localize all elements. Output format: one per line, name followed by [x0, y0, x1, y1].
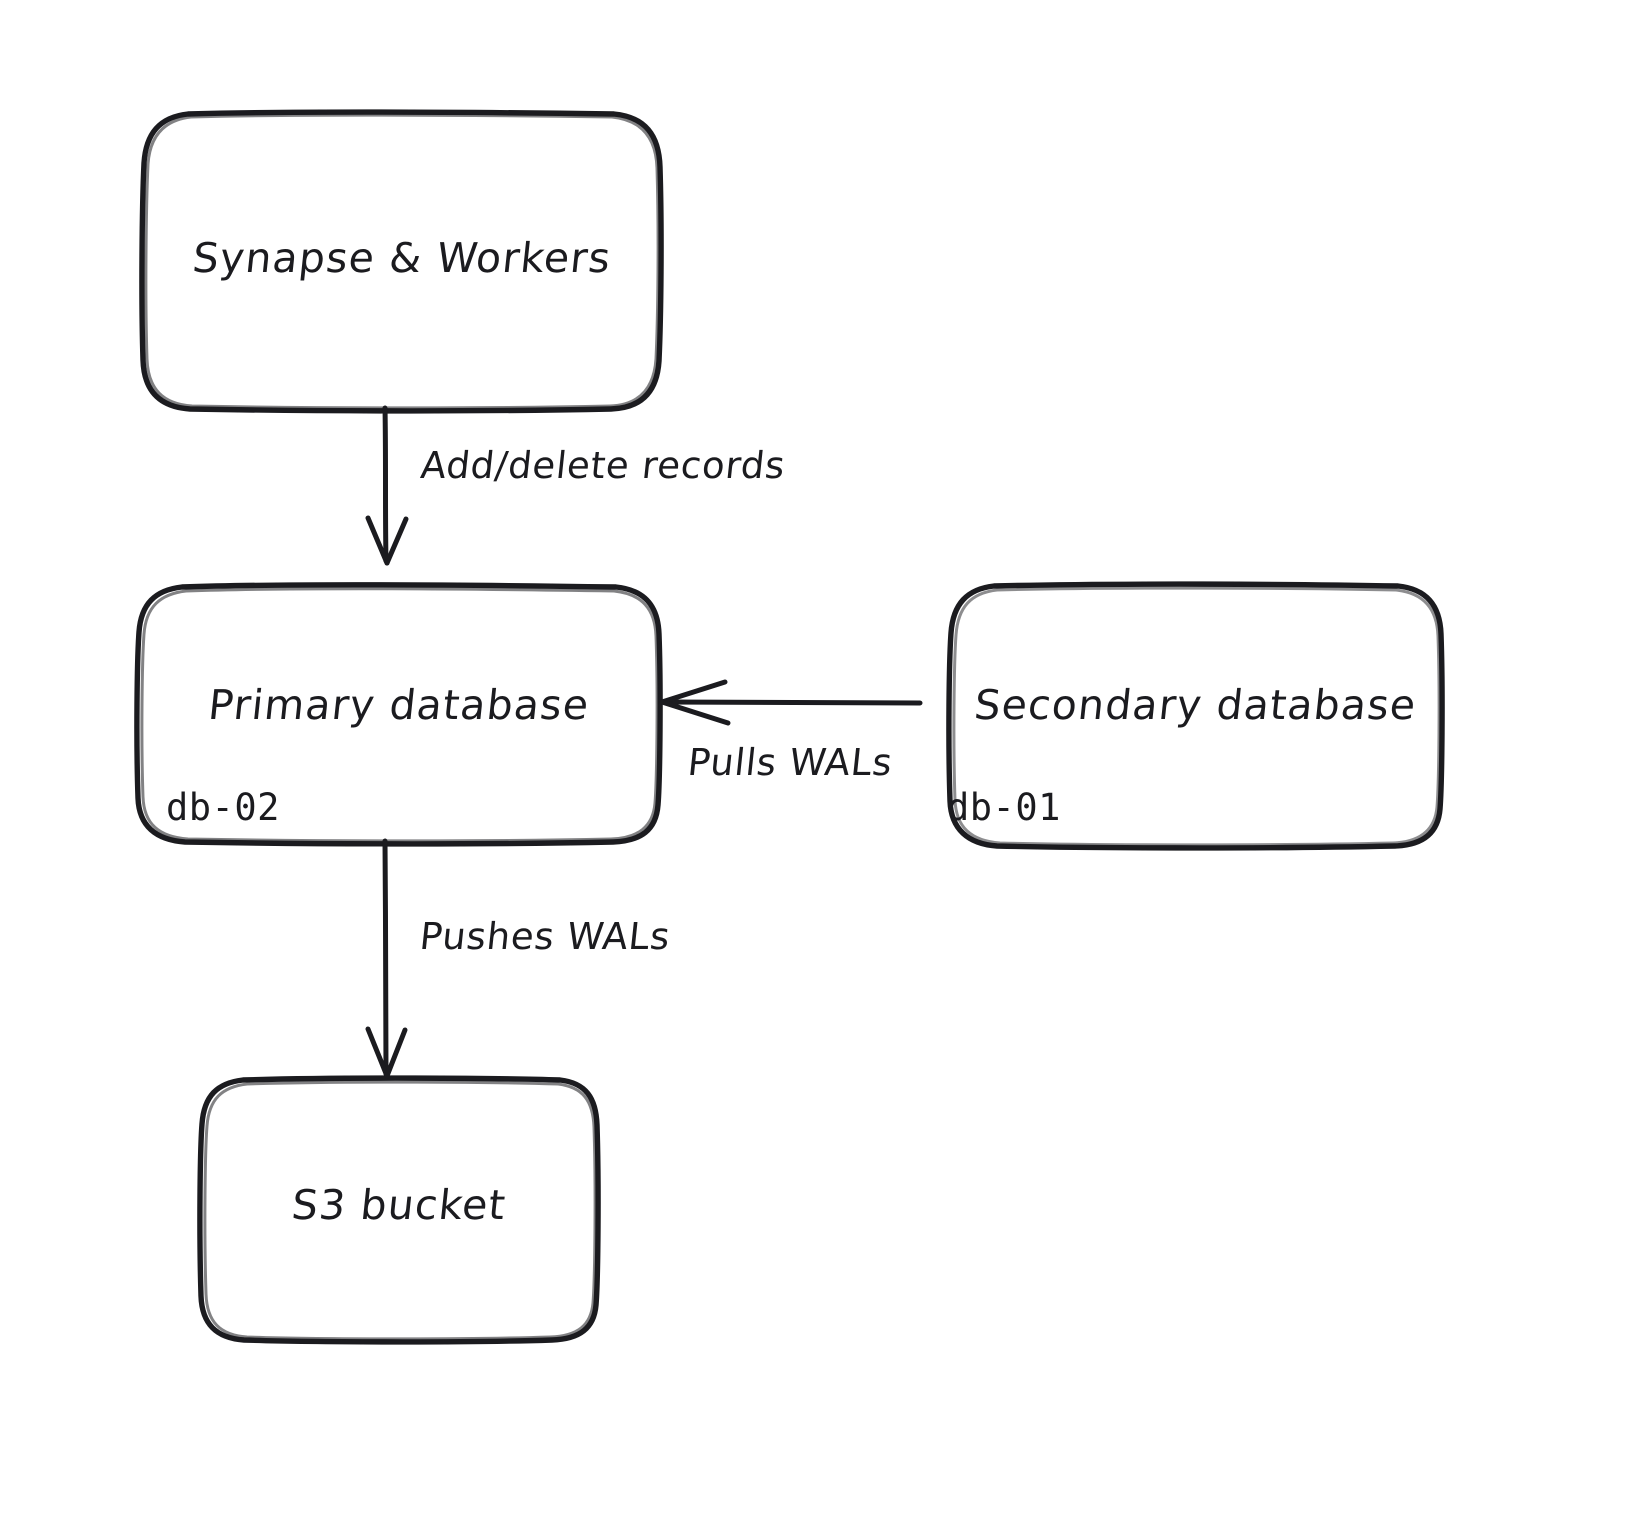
- node-shape-synapse[interactable]: [139, 109, 664, 414]
- node-shape-s3[interactable]: [197, 1075, 601, 1345]
- node-shape-primary[interactable]: [134, 581, 663, 847]
- edge-primary-to-s3[interactable]: [365, 838, 408, 1079]
- node-shape-secondary[interactable]: [946, 581, 1445, 851]
- edge-synapse-to-primary[interactable]: [365, 405, 409, 566]
- edge-secondary-to-primary[interactable]: [659, 679, 923, 726]
